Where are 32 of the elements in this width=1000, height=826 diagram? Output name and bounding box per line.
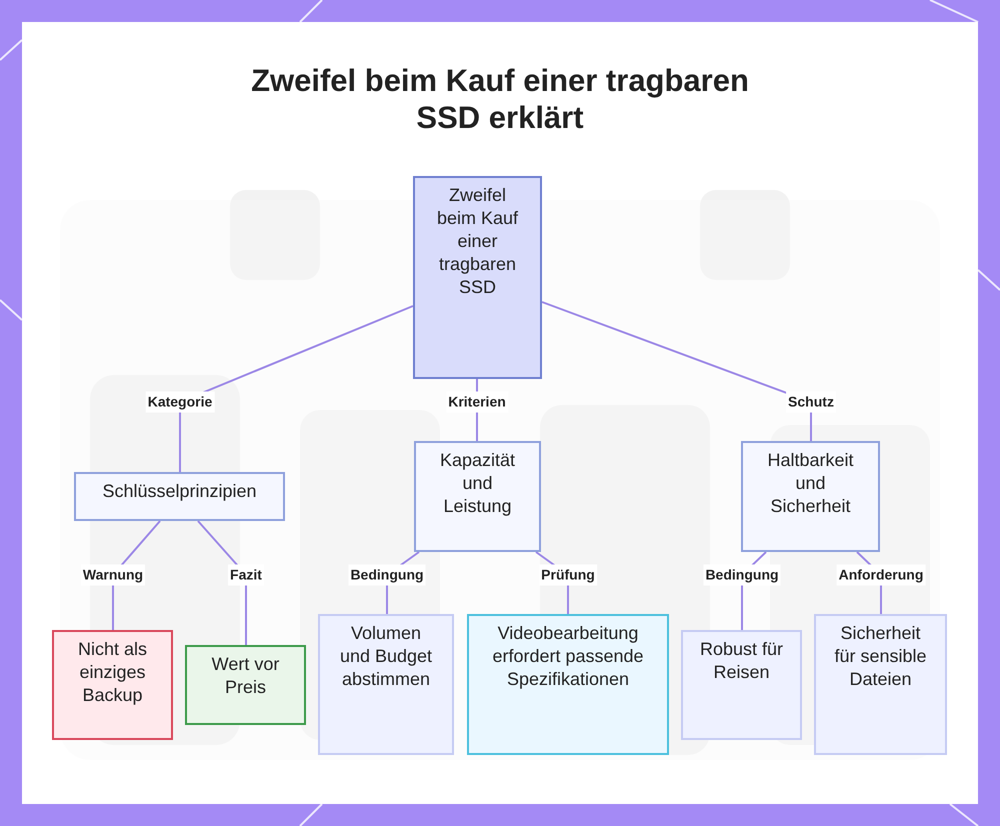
topic-box <box>74 472 285 521</box>
topic-box <box>681 630 802 740</box>
edge-label: Kriterien <box>446 392 508 412</box>
topic-box <box>467 614 669 755</box>
root-box <box>413 176 542 379</box>
edge-label: Bedingung <box>703 564 781 586</box>
edge-label: Warnung <box>80 564 146 586</box>
box-text: Nicht als einziges Backup <box>76 638 148 707</box>
box-text: Haltbarkeit und Sicherheit <box>766 449 855 518</box>
box-text: Videobearbeitung erfordert passende Spezifikationen <box>491 622 645 691</box>
edge-label: Kategorie <box>146 392 214 412</box>
topic-box <box>741 441 880 552</box>
box-text: Volumen und Budget abstimmen <box>338 622 434 691</box>
edge-label: Anforderung <box>836 564 926 586</box>
topic-box <box>318 614 454 755</box>
edge-label: Bedingung <box>348 564 426 586</box>
title: Zweifel beim Kauf einer tragbaren SSD erklärt <box>251 63 749 136</box>
topic-box <box>52 630 173 740</box>
edge-label: Prüfung <box>539 564 597 586</box>
box-text: Robust für Reisen <box>698 638 784 684</box>
connector-line <box>179 305 414 472</box>
edge-label: Fazit <box>228 564 264 586</box>
box-text: Sicherheit für sensible Dateien <box>833 622 928 691</box>
box-text: Kapazität und Leistung <box>438 449 516 518</box>
topic-box <box>414 441 541 552</box>
topic-box <box>814 614 947 755</box>
topic-box <box>185 645 306 725</box>
box-text: Zweifel beim Kauf einer tragbaren SSD <box>436 184 520 299</box>
box-text: Schlüsselprinzipien <box>102 480 257 503</box>
box-text: Wert vor Preis <box>210 653 280 699</box>
connector-line <box>542 301 812 441</box>
edge-label: Schutz <box>786 392 836 412</box>
